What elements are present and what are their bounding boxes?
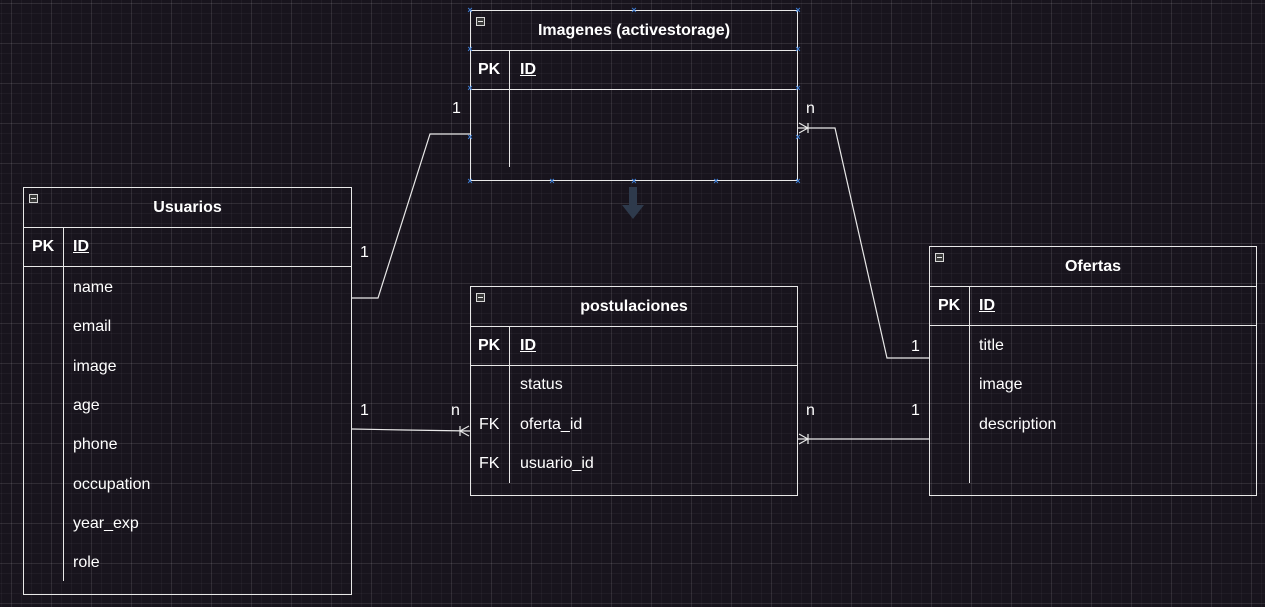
pk-label: PK — [32, 238, 55, 255]
resize-handle-icon[interactable]: × — [467, 5, 473, 15]
field-row[interactable]: name — [73, 279, 114, 296]
field-key: FK — [479, 455, 500, 472]
collapse-icon[interactable] — [476, 293, 485, 302]
resize-handle-icon[interactable]: × — [795, 83, 801, 93]
pk-field-name: ID — [979, 297, 995, 314]
field-row[interactable]: role — [73, 554, 100, 571]
field-row[interactable]: image — [979, 376, 1023, 393]
table-usuarios[interactable]: Usuarios PK ID name email image age phon… — [23, 187, 352, 595]
rel-ofertas-imagenes — [798, 127, 929, 359]
pk-field-name: ID — [520, 337, 536, 354]
pk-row[interactable]: PK ID — [24, 227, 351, 267]
cardinality-label: 1 — [452, 100, 461, 117]
key-column-divider — [509, 326, 510, 483]
pk-label: PK — [938, 297, 961, 314]
pk-label: PK — [478, 61, 501, 78]
resize-handle-icon[interactable]: × — [631, 176, 637, 186]
resize-handle-icon[interactable]: × — [795, 44, 801, 54]
field-row[interactable]: image — [73, 358, 117, 375]
field-row[interactable]: occupation — [73, 476, 151, 493]
cardinality-label: 1 — [911, 338, 920, 355]
rel-usuarios-postulaciones — [351, 428, 471, 432]
table-title: Usuarios — [24, 188, 351, 228]
resize-handle-icon[interactable]: × — [713, 176, 719, 186]
table-ofertas[interactable]: Ofertas PK ID title image description — [929, 246, 1257, 496]
pk-field-name: ID — [73, 238, 89, 255]
resize-handle-icon[interactable]: × — [467, 132, 473, 142]
field-row[interactable]: oferta_id — [520, 416, 583, 433]
resize-handle-icon[interactable]: × — [549, 176, 555, 186]
cardinality-label: 1 — [360, 402, 369, 419]
field-row[interactable]: phone — [73, 436, 118, 453]
field-row[interactable]: year_exp — [73, 515, 139, 532]
field-row[interactable]: age — [73, 397, 100, 414]
resize-handle-icon[interactable]: × — [467, 176, 473, 186]
table-title: postulaciones — [471, 287, 797, 327]
table-title: Imagenes (activestorage) — [471, 11, 797, 51]
table-title: Ofertas — [930, 247, 1256, 287]
pk-row[interactable]: PK ID — [930, 286, 1256, 326]
cardinality-label: n — [451, 402, 460, 419]
pk-row[interactable]: PK ID — [471, 50, 797, 90]
key-column-divider — [969, 286, 970, 483]
field-row[interactable]: email — [73, 318, 112, 335]
rel-usuarios-imagenes — [352, 133, 470, 299]
field-row[interactable]: description — [979, 416, 1057, 433]
resize-handle-icon[interactable]: × — [631, 5, 637, 15]
resize-handle-icon[interactable]: × — [467, 83, 473, 93]
field-row[interactable]: title — [979, 337, 1004, 354]
pk-field-name: ID — [520, 61, 536, 78]
cardinality-label: n — [806, 100, 815, 117]
field-row[interactable]: usuario_id — [520, 455, 594, 472]
pk-row[interactable]: PK ID — [471, 326, 797, 366]
key-column-divider — [63, 227, 64, 581]
arrow-down-icon[interactable] — [621, 187, 645, 221]
resize-handle-icon[interactable]: × — [795, 132, 801, 142]
pk-label: PK — [478, 337, 501, 354]
collapse-icon[interactable] — [29, 194, 38, 203]
cardinality-label: 1 — [911, 402, 920, 419]
field-row[interactable]: status — [520, 376, 563, 393]
resize-handle-icon[interactable]: × — [795, 5, 801, 15]
key-column-divider — [509, 50, 510, 167]
resize-handle-icon[interactable]: × — [467, 44, 473, 54]
field-key: FK — [479, 416, 500, 433]
cardinality-label: 1 — [360, 244, 369, 261]
table-postulaciones[interactable]: postulaciones PK ID status FK oferta_id … — [470, 286, 798, 496]
table-imagenes[interactable]: Imagenes (activestorage) PK ID — [470, 10, 798, 181]
cardinality-label: n — [806, 402, 815, 419]
collapse-icon[interactable] — [935, 253, 944, 262]
resize-handle-icon[interactable]: × — [795, 176, 801, 186]
collapse-icon[interactable] — [476, 17, 485, 26]
